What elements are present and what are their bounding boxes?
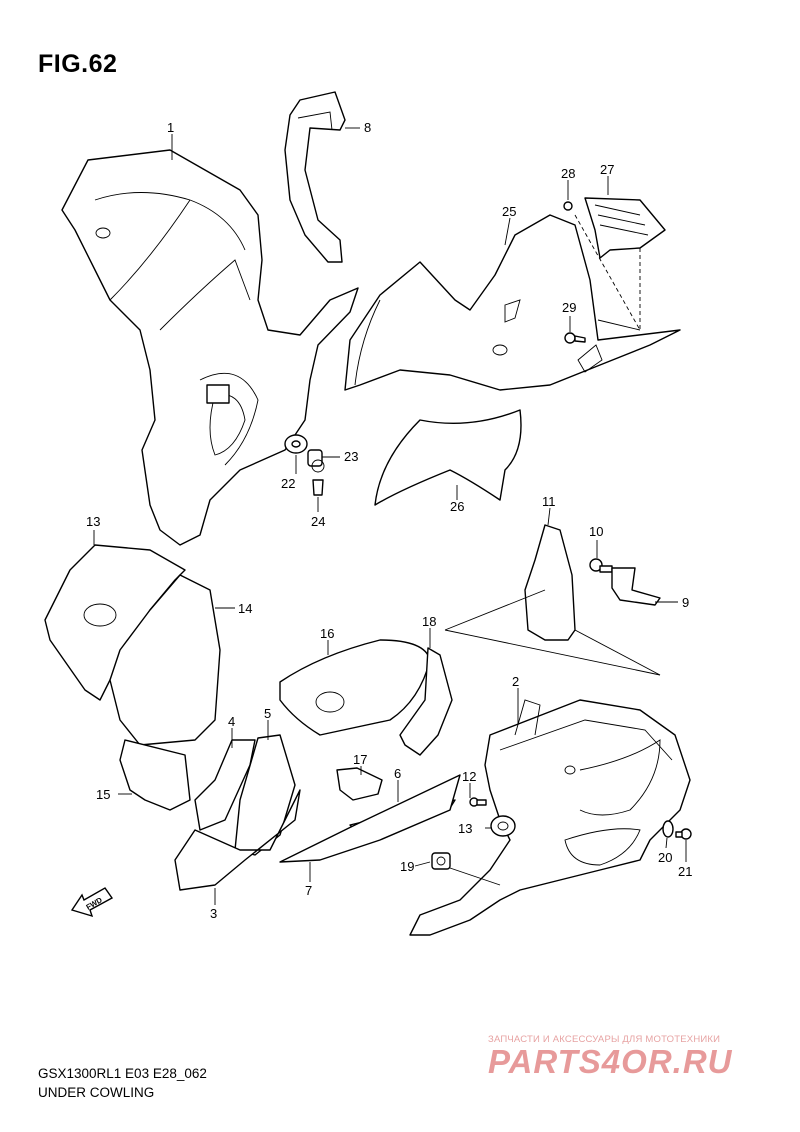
callout-3: 3: [210, 906, 217, 921]
callout-9: 9: [682, 595, 689, 610]
callout-7: 7: [305, 883, 312, 898]
part-23-nut: [307, 449, 325, 473]
callout-28: 28: [561, 166, 575, 181]
watermark-logo: PARTS4OR.RU: [488, 1043, 733, 1080]
part-17-clip: [336, 767, 383, 801]
callout-24: 24: [311, 514, 325, 529]
callout-8: 8: [364, 120, 371, 135]
part-25-clip: [577, 344, 603, 373]
callout-14: 14: [238, 601, 252, 616]
part-12-screw: [469, 797, 487, 807]
callout-25: 25: [502, 204, 516, 219]
callout-21: 21: [678, 864, 692, 879]
part-13-grommet: [490, 815, 516, 837]
part-16-cover: [279, 639, 431, 736]
part-11-bracket: [524, 524, 576, 641]
part-22-grommet: [284, 434, 308, 454]
part-8-bracket: [284, 91, 346, 263]
callout-19: 19: [400, 859, 414, 874]
callout-20: 20: [658, 850, 672, 865]
part-1-inner-cowling: [61, 149, 359, 546]
section-name: UNDER COWLING: [38, 1085, 155, 1100]
part-15-bracket: [119, 739, 191, 811]
callout-13-lower: 13: [458, 821, 472, 836]
part-10-screw: [589, 558, 613, 573]
part-4-strip: [194, 739, 256, 831]
part-9-bracket: [611, 567, 661, 606]
fwd-arrow-icon: FWD: [70, 887, 114, 918]
figure-footer: GSX1300RL1 E03 E28_062 UNDER COWLING: [38, 1064, 207, 1102]
figure-title: FIG.62: [38, 50, 118, 78]
callout-15: 15: [96, 787, 110, 802]
callout-27: 27: [600, 162, 614, 177]
callout-5: 5: [264, 706, 271, 721]
part-24-screw: [312, 479, 324, 496]
part-19-nut: [431, 852, 451, 870]
part-20-washer: [662, 820, 674, 838]
callout-23: 23: [344, 449, 358, 464]
callout-26: 26: [450, 499, 464, 514]
callout-17: 17: [353, 752, 367, 767]
part-28-screw: [563, 201, 573, 211]
part-2-lower-cowling: [409, 699, 691, 936]
callout-11: 11: [542, 494, 556, 509]
callout-22: 22: [281, 476, 295, 491]
watermark-tagline: ЗАПЧАСТИ И АКСЕССУАРЫ ДЛЯ МОТОТЕХНИКИ: [488, 1034, 721, 1045]
part-7-plate: [279, 774, 461, 863]
part-26-cover: [374, 409, 522, 506]
watermark: ЗАПЧАСТИ И АКСЕССУАРЫ ДЛЯ МОТОТЕХНИКИ PA…: [488, 1034, 788, 1081]
callout-16: 16: [320, 626, 334, 641]
callout-4: 4: [228, 714, 235, 729]
part-29-bolt: [564, 332, 586, 344]
model-code: GSX1300RL1 E03 E28_062: [38, 1066, 207, 1081]
callout-18: 18: [422, 614, 436, 629]
part-3-panel: [174, 789, 301, 891]
callout-13-upper: 13: [86, 514, 100, 529]
leader-lines: [93, 127, 687, 905]
callout-10: 10: [589, 524, 603, 539]
callout-labels: 1 2 3 4 5 6 7 8 9 10 11 12 13 13 14 15 1…: [86, 120, 692, 921]
part-21-bolt: [675, 828, 692, 840]
callout-2: 2: [512, 674, 519, 689]
callout-6: 6: [394, 766, 401, 781]
callout-1: 1: [167, 120, 174, 135]
callout-12: 12: [462, 769, 476, 784]
part-27-reflector-bracket: [584, 197, 666, 259]
part-18-trim: [399, 647, 453, 756]
callout-29: 29: [562, 300, 576, 315]
